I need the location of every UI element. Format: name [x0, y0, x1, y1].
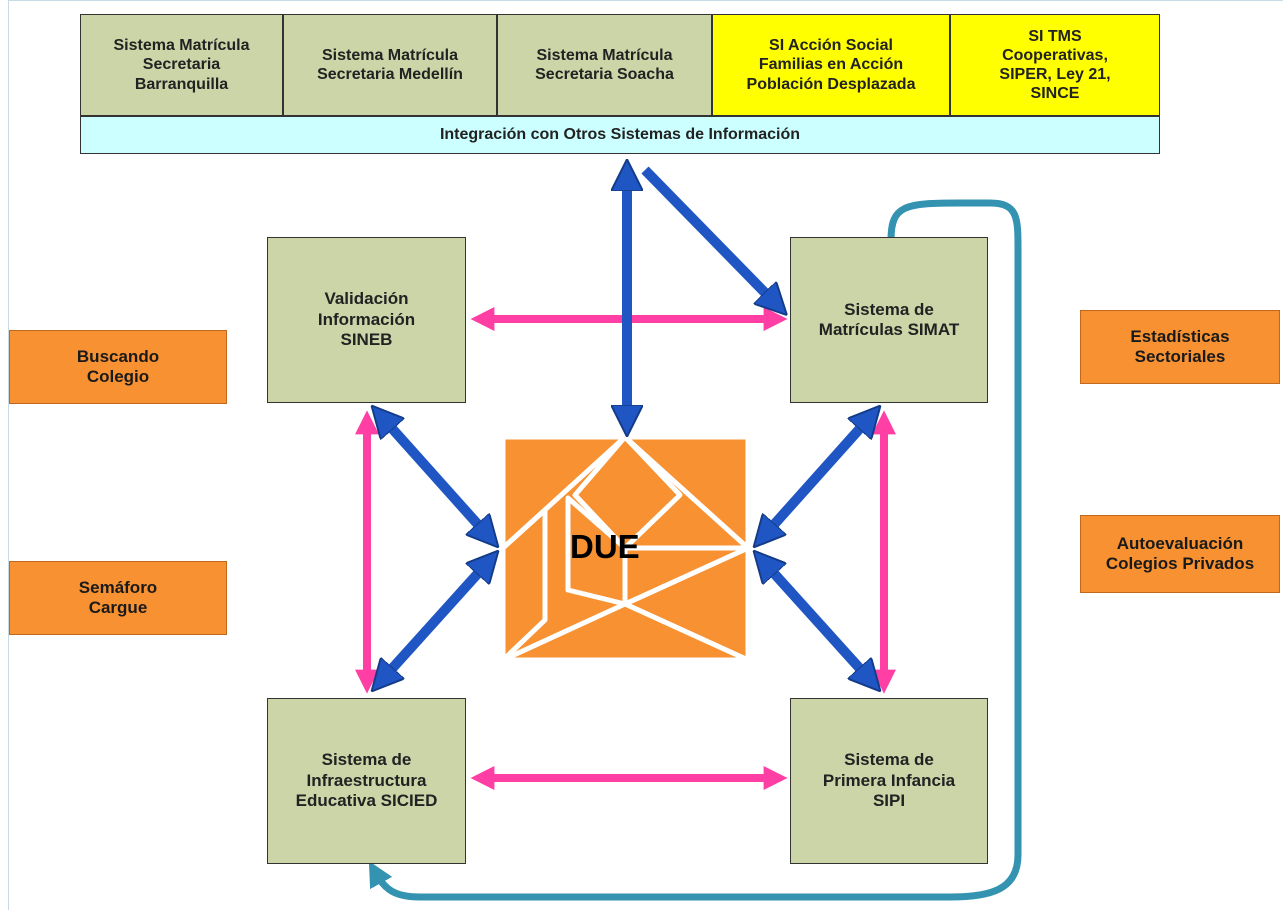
top-box-si-tms: SI TMS Cooperativas, SIPER, Ley 21, SINC…: [950, 14, 1160, 116]
top-box-barranquilla: Sistema Matrícula Secretaria Barranquill…: [80, 14, 283, 116]
top-box-accion-social: SI Acción Social Familias en Acción Pobl…: [712, 14, 950, 116]
blue-arrow-simat-due: [762, 415, 872, 538]
top-box-medellin: Sistema Matrícula Secretaria Medellín: [283, 14, 497, 116]
teal-loop-arrow: [368, 199, 1022, 901]
top-box-soacha: Sistema Matrícula Secretaria Soacha: [497, 14, 712, 116]
diagram-frame: [8, 0, 1283, 910]
blue-arrow-integration-simat: [641, 166, 778, 306]
blue-arrow-sicied-due: [380, 560, 490, 682]
system-sipi: Sistema de Primera Infancia SIPI: [790, 698, 988, 864]
blue-arrow-sipi-due: [762, 560, 872, 682]
side-autoevaluacion: Autoevaluación Colegios Privados: [1080, 515, 1280, 593]
due-label: DUE: [570, 528, 640, 565]
blue-arrow-sineb-due: [380, 415, 490, 538]
system-sineb: Validación Información SINEB: [267, 237, 466, 403]
integration-bar: Integración con Otros Sistemas de Inform…: [80, 116, 1160, 154]
side-semaforo-cargue: Semáforo Cargue: [9, 561, 227, 635]
side-buscando-colegio: Buscando Colegio: [9, 330, 227, 404]
due-shape: [500, 434, 751, 663]
system-simat: Sistema de Matrículas SIMAT: [790, 237, 988, 403]
side-estadisticas-sectoriales: Estadísticas Sectoriales: [1080, 310, 1280, 384]
system-sicied: Sistema de Infraestructura Educativa SIC…: [267, 698, 466, 864]
